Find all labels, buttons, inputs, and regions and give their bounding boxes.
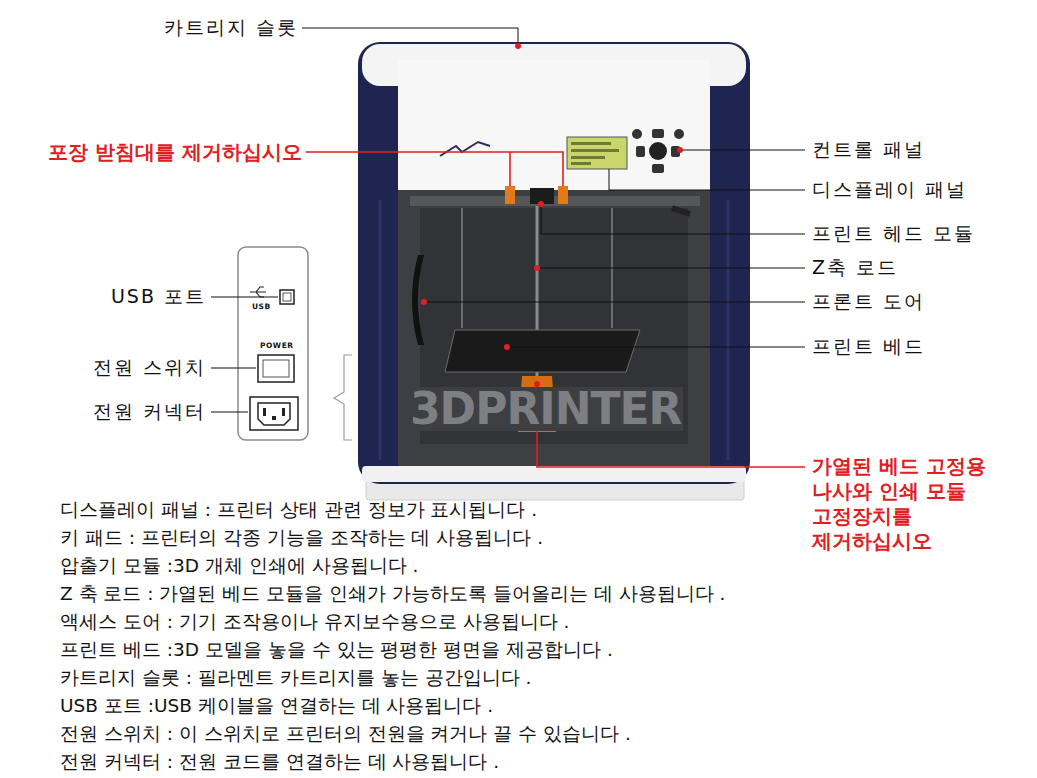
leader-line (541, 204, 805, 234)
ok-key (649, 142, 667, 160)
front-panel (398, 60, 710, 192)
leader-line (680, 150, 805, 151)
leader-dot (504, 344, 510, 350)
part-label: 전원 스위치 (93, 356, 206, 380)
description-line: 키 패드 : 프린터의 각종 기능을 조작하는 데 사용됩니다 . (60, 526, 543, 549)
power-switch-rocker (263, 360, 289, 377)
part-label: 전원 커넥터 (93, 400, 206, 424)
bracket (334, 355, 352, 440)
logo-mark (440, 142, 490, 156)
packing-clip (558, 186, 568, 204)
connector-socket (258, 403, 290, 425)
usb-port (280, 290, 294, 304)
panel-marking: POWER (260, 342, 294, 350)
warning-leader (509, 152, 511, 186)
side-edge (379, 200, 382, 460)
guide-rod (461, 208, 463, 328)
description-line: 전원 스위치 : 이 스위치로 프린터의 전원을 켜거나 끌 수 있습니다 . (60, 722, 631, 745)
bottom-band (362, 466, 746, 482)
pin (263, 408, 266, 416)
usb-icon (250, 287, 266, 297)
warning-leaders (306, 152, 805, 467)
description-line: 카트리지 슬롯 : 필라멘트 카트리지를 놓는 공간입니다 . (60, 666, 531, 689)
lcd-line (571, 162, 591, 165)
leader-line (211, 297, 278, 298)
lcd-line (571, 142, 611, 145)
side-bracket (672, 208, 690, 214)
leader-dot (538, 201, 544, 207)
leader-line (609, 169, 805, 190)
part-label: 카트리지 슬롯 (164, 16, 298, 40)
watermark: 3DPRINTER (408, 387, 683, 431)
warning-label: 포장 받침대를 제거하십시오 (48, 140, 302, 165)
gantry (410, 196, 700, 206)
description-line: 전원 커넥터 : 전원 코드를 연결하는 데 사용됩니다 . (60, 750, 499, 773)
panel-marking: USB (252, 303, 271, 311)
pin (272, 416, 276, 420)
leader-line (507, 347, 805, 348)
description-line: 압출기 모듈 :3D 개체 인쇄에 사용됩니다 . (60, 554, 418, 577)
part-label: 프론트 도어 (812, 290, 925, 314)
leader-dot (677, 147, 683, 153)
power-switch (258, 355, 294, 382)
description-line: 액세스 도어 : 기기 조작용이나 유지보수용으로 사용됩니다 . (60, 610, 569, 633)
description-line: 프린트 베드 :3D 모델을 놓을 수 있는 평평한 평면을 제공합니다 . (60, 638, 613, 661)
leader-line (211, 368, 256, 369)
part-label: Z축 로드 (812, 256, 898, 280)
warning-leader (306, 152, 563, 186)
side-edge (727, 200, 730, 460)
description-line: Z 축 로드 : 가열된 베드 모듈을 인쇄가 가능하도록 들어올리는 데 사용… (60, 582, 725, 605)
key (636, 146, 645, 157)
rear-panel (238, 247, 308, 440)
description-line: 디스플레이 패널 : 프린터 상태 관련 정보가 표시됩니다 . (60, 498, 537, 521)
display-panel (567, 137, 627, 169)
lcd-line (571, 149, 619, 152)
usb-port-inner (283, 293, 291, 301)
leader-line (302, 28, 518, 46)
part-label: 컨트롤 패널 (812, 138, 925, 162)
description-line: USB 포트 :USB 케이블을 연결하는 데 사용됩니다 . (60, 694, 493, 717)
packing-clip (505, 186, 515, 204)
leader-dots (421, 43, 683, 387)
key (674, 129, 684, 139)
key (632, 129, 642, 139)
leader-dot (421, 299, 427, 305)
part-label: 디스플레이 패널 (812, 178, 967, 202)
front-window (398, 190, 710, 470)
part-label: 프린트 베드 (812, 335, 925, 359)
leader-lines (211, 28, 805, 412)
leader-line (211, 412, 248, 413)
pin (282, 408, 285, 416)
key (652, 129, 664, 138)
print-bed (445, 330, 640, 372)
part-label: 프린트 헤드 모듈 (812, 222, 975, 246)
leader-line (537, 268, 805, 269)
leader-dot (515, 43, 521, 49)
leader-dot (534, 265, 540, 271)
warning-label: 가열된 베드 고정용 나사와 인쇄 모듈 고정장치를 제거하십시오 (812, 454, 1027, 554)
power-connector (250, 397, 298, 430)
lcd-line (571, 156, 605, 159)
key (652, 164, 664, 173)
part-label: USB 포트 (111, 285, 206, 309)
printer-body (358, 42, 750, 484)
leader-line (424, 302, 805, 303)
